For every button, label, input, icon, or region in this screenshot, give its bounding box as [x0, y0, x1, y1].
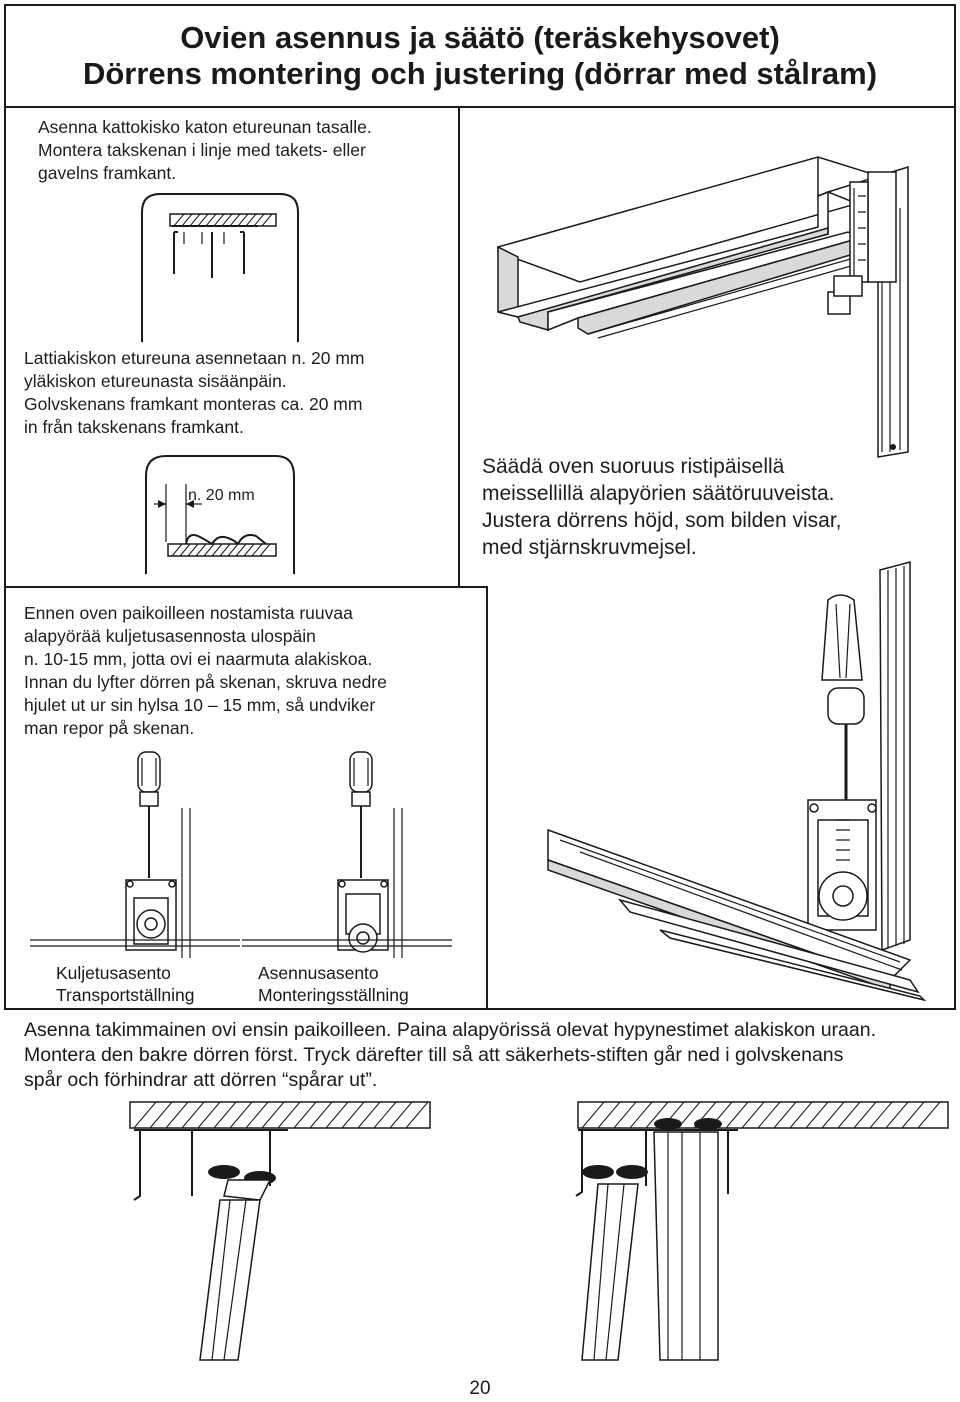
floor-rail-dimension-label: n. 20 mm	[188, 487, 255, 504]
row-divider	[4, 586, 488, 588]
transport-caption: Kuljetusasento Transportställning	[56, 963, 195, 1005]
column-divider	[458, 106, 460, 586]
screwdriver-adjustment-illustration	[547, 561, 927, 1002]
adjust-text: Säädä oven suoruus ristipäisellä meissel…	[482, 455, 842, 559]
door-lift-left-illustration	[129, 1101, 431, 1361]
top-rail-detail-illustration	[141, 193, 299, 342]
door-lift-right-illustration	[575, 1101, 949, 1361]
floor-rail-detail-illustration	[145, 455, 295, 574]
installation-caption: Asennusasento Monteringsställning	[258, 963, 409, 1005]
floor-rail-text: Lattiakiskon etureuna asennetaan n. 20 m…	[24, 348, 365, 437]
transport-text: Ennen oven paikoilleen nostamista ruuvaa…	[24, 603, 387, 738]
column-divider-lower	[486, 586, 488, 1010]
installation-position-illustration	[242, 751, 452, 958]
transport-position-illustration	[30, 751, 240, 958]
title-divider	[4, 106, 956, 108]
page-title-sv: Dörrens montering och justering (dörrar …	[82, 56, 878, 91]
install-text: Asenna takimmainen ovi ensin paikoilleen…	[24, 1019, 876, 1091]
page-number: 20	[469, 1378, 491, 1399]
page-frame	[4, 4, 956, 1010]
rail-frame-corner-illustration	[497, 156, 909, 458]
top-rail-text: Asenna kattokisko katon etureunan tasall…	[38, 117, 372, 183]
page-title-fi: Ovien asennus ja säätö (teräskehysovet)	[180, 20, 780, 55]
